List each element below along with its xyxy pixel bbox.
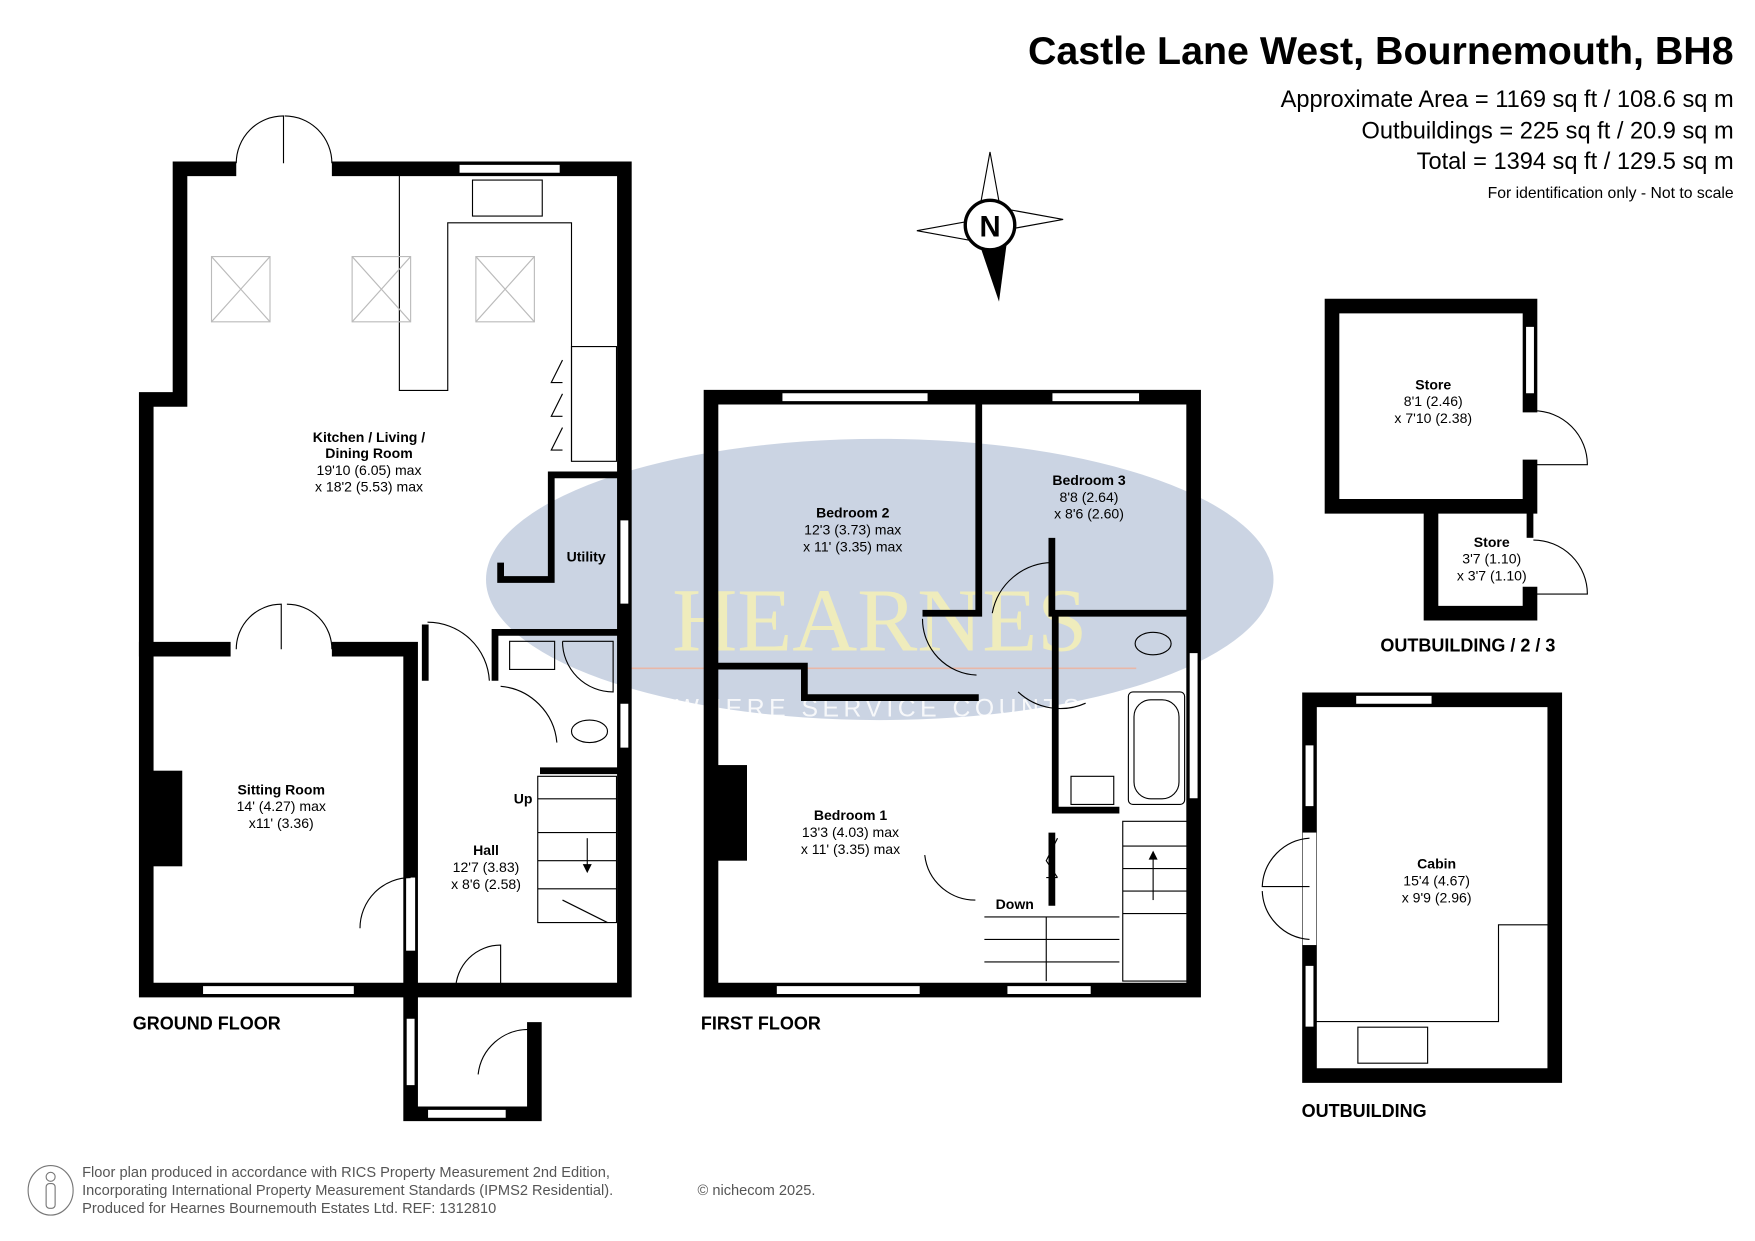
room-name-store-small: Store	[1474, 534, 1510, 550]
room-dims: x 7'10 (2.38)	[1394, 410, 1472, 426]
footer: Floor plan produced in accordance with R…	[27, 1165, 816, 1217]
stairs-up-label: Up	[514, 790, 533, 806]
outbuildings-area: Outbuildings = 225 sq ft / 20.9 sq m	[1362, 118, 1734, 144]
room-dims: 12'7 (3.83)	[453, 859, 520, 875]
stairs-down-label: Down	[996, 896, 1034, 912]
room-dims: 12'3 (3.73) max	[804, 521, 901, 537]
room-name-bedroom-3: Bedroom 3	[1052, 472, 1126, 488]
room-name-hall: Hall	[473, 842, 499, 858]
outbuilding-cabin-plan: Cabin 15'4 (4.67) x 9'9 (2.96) OUTBUILDI…	[1261, 692, 1563, 1121]
room-name-bedroom-1: Bedroom 1	[814, 807, 888, 823]
room-dims: 14' (4.27) max	[237, 798, 326, 814]
total-area: Total = 1394 sq ft / 129.5 sq m	[1417, 149, 1734, 175]
room-name-utility: Utility	[567, 548, 606, 564]
footer-line-3: Produced for Hearnes Bournemouth Estates…	[82, 1201, 496, 1217]
room-dims: x 11' (3.35) max	[801, 841, 900, 857]
room-name-kitchen: Kitchen / Living /	[313, 429, 425, 445]
room-dims: x 18'2 (5.53) max	[315, 479, 423, 495]
room-dims: 15'4 (4.67)	[1403, 872, 1470, 888]
watermark-brand: HEARNES	[672, 571, 1087, 670]
outbuilding-stores-plan: Store 8'1 (2.46) x 7'10 (2.38) Store 3'7…	[1324, 298, 1588, 655]
disclaimer: For identification only - Not to scale	[1488, 185, 1734, 202]
first-floor-label: FIRST FLOOR	[701, 1013, 821, 1033]
room-dims: x 11' (3.35) max	[803, 538, 902, 554]
room-name-bedroom-2: Bedroom 2	[816, 505, 890, 521]
first-floor-plan: Down Bedroom 2 12'3 (3.73) max x 11' (3.…	[701, 389, 1201, 1033]
room-dims: x 8'6 (2.58)	[451, 876, 521, 892]
room-dims: 8'8 (2.64)	[1060, 489, 1119, 505]
watermark: HEARNES WHERE SERVICE COUNTS	[486, 438, 1274, 723]
room-dims: 13'3 (4.03) max	[802, 824, 899, 840]
room-dims: 3'7 (1.10)	[1462, 551, 1521, 567]
approx-area: Approximate Area = 1169 sq ft / 108.6 sq…	[1281, 87, 1734, 113]
page-title: Castle Lane West, Bournemouth, BH8	[1028, 29, 1734, 73]
room-dims: x 8'6 (2.60)	[1054, 506, 1124, 522]
room-name-sitting-room: Sitting Room	[238, 781, 325, 797]
footer-line-2: Incorporating International Property Mea…	[82, 1183, 613, 1199]
footer-copyright: © nichecom 2025.	[698, 1183, 816, 1199]
footer-line-1: Floor plan produced in accordance with R…	[82, 1165, 610, 1181]
room-dims: x 9'9 (2.96)	[1402, 889, 1472, 905]
room-name-store: Store	[1415, 376, 1451, 392]
person-icon	[45, 1171, 56, 1209]
ground-floor-label: GROUND FLOOR	[133, 1013, 281, 1033]
room-dims: x11' (3.36)	[249, 815, 314, 831]
outbuilding-stores-label: OUTBUILDING / 2 / 3	[1380, 635, 1555, 655]
compass-north-label: N	[979, 211, 1000, 243]
outbuilding-label: OUTBUILDING	[1302, 1101, 1427, 1121]
room-dims: 8'1 (2.46)	[1404, 393, 1463, 409]
ground-floor-plan: Up Kitchen / Living / Dining Room 19'10 …	[133, 115, 632, 1122]
room-name-kitchen-2: Dining Room	[325, 445, 412, 461]
room-dims: x 3'7 (1.10)	[1457, 568, 1527, 584]
compass-icon: N	[916, 151, 1064, 302]
room-dims: 19'10 (6.05) max	[317, 462, 422, 478]
room-name-cabin: Cabin	[1417, 856, 1456, 872]
